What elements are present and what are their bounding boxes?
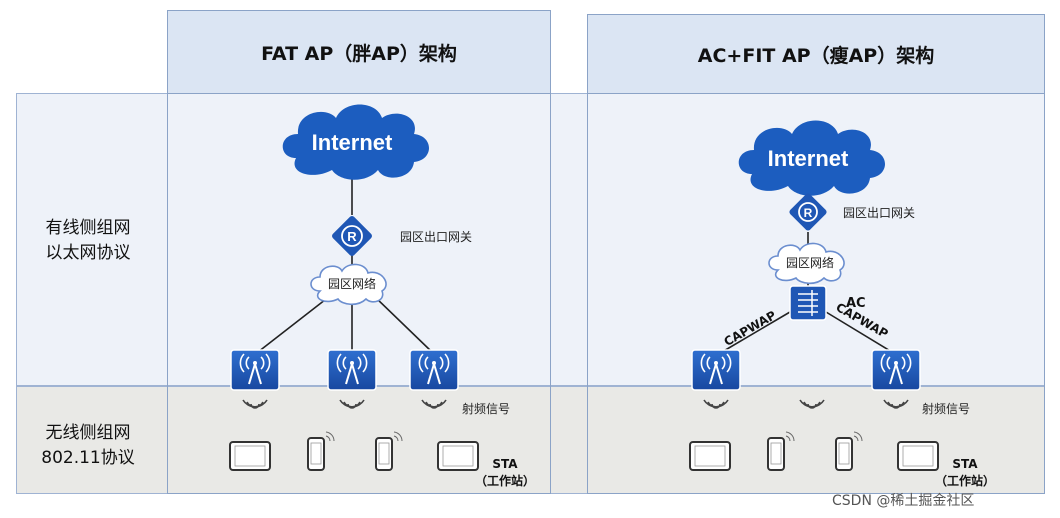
- phone-icon: [375, 431, 404, 471]
- fit-ap-header: AC+FIT AP（瘦AP）架构: [587, 14, 1045, 94]
- phone-icon: [307, 431, 336, 471]
- sta-label-right: STA （工作站）: [926, 456, 1004, 490]
- svg-text:R: R: [804, 206, 813, 220]
- sta-label-left: STA （工作站）: [466, 456, 544, 490]
- wireless-band: [16, 386, 1045, 494]
- signal-label-right: 射频信号: [922, 402, 971, 416]
- watermark: CSDN @稀土掘金社区: [832, 493, 975, 509]
- fit-ap-panel: [587, 93, 1045, 494]
- access-point-icon: [230, 349, 280, 391]
- wireless-label-line1: 无线侧组网: [45, 423, 131, 443]
- wifi-signal-icon: [242, 399, 268, 409]
- sta-label-left-line1: STA: [492, 457, 518, 471]
- campus-label-right: 园区网络: [786, 255, 834, 270]
- wireless-label-line2: 802.11协议: [41, 448, 135, 468]
- wifi-signal-icon: [339, 399, 365, 409]
- wifi-signal-icon: [703, 399, 729, 409]
- wifi-signal-icon: [799, 399, 825, 409]
- svg-text:R: R: [347, 229, 357, 244]
- wired-label-line2: 以太网协议: [45, 243, 131, 263]
- campus-label-left: 园区网络: [328, 276, 376, 291]
- wired-label-line1: 有线侧组网: [45, 218, 131, 238]
- fat-ap-panel: [167, 93, 551, 494]
- phone-icon: [767, 431, 796, 471]
- sta-label-left-line2: （工作站）: [474, 474, 535, 488]
- wired-band: [16, 93, 1045, 386]
- wired-row-label: 有线侧组网 以太网协议: [18, 216, 158, 266]
- tablet-icon: [229, 441, 271, 471]
- tablet-icon: [689, 441, 731, 471]
- ac-switch-icon: [789, 285, 827, 321]
- capwap-label-left: CAPWAP: [722, 308, 779, 349]
- sta-label-right-line2: （工作站）: [934, 474, 995, 488]
- link-campus-ap1-left: [257, 295, 331, 353]
- signal-label-left: 射频信号: [462, 402, 511, 416]
- access-point-icon: [327, 349, 377, 391]
- router-icon: [332, 216, 372, 256]
- wifi-signal-icon: [421, 399, 447, 409]
- wireless-row-label: 无线侧组网 802.11协议: [18, 421, 158, 471]
- ac-label: AC: [846, 296, 866, 311]
- wifi-signal-icon: [883, 399, 909, 409]
- internet-label-right: Internet: [768, 146, 849, 171]
- gateway-label-left: 园区出口网关: [400, 230, 473, 244]
- sta-label-right-line1: STA: [952, 457, 978, 471]
- link-ac-ap2-right: [825, 311, 893, 353]
- access-point-icon: [871, 349, 921, 391]
- access-point-icon: [691, 349, 741, 391]
- phone-icon: [835, 431, 864, 471]
- access-point-icon: [409, 349, 459, 391]
- router-icon: [789, 193, 827, 231]
- gateway-label-right: 园区出口网关: [843, 206, 916, 220]
- link-ac-ap1-right: [721, 311, 791, 353]
- internet-label-left: Internet: [312, 130, 393, 155]
- link-campus-ap3-left: [373, 295, 433, 353]
